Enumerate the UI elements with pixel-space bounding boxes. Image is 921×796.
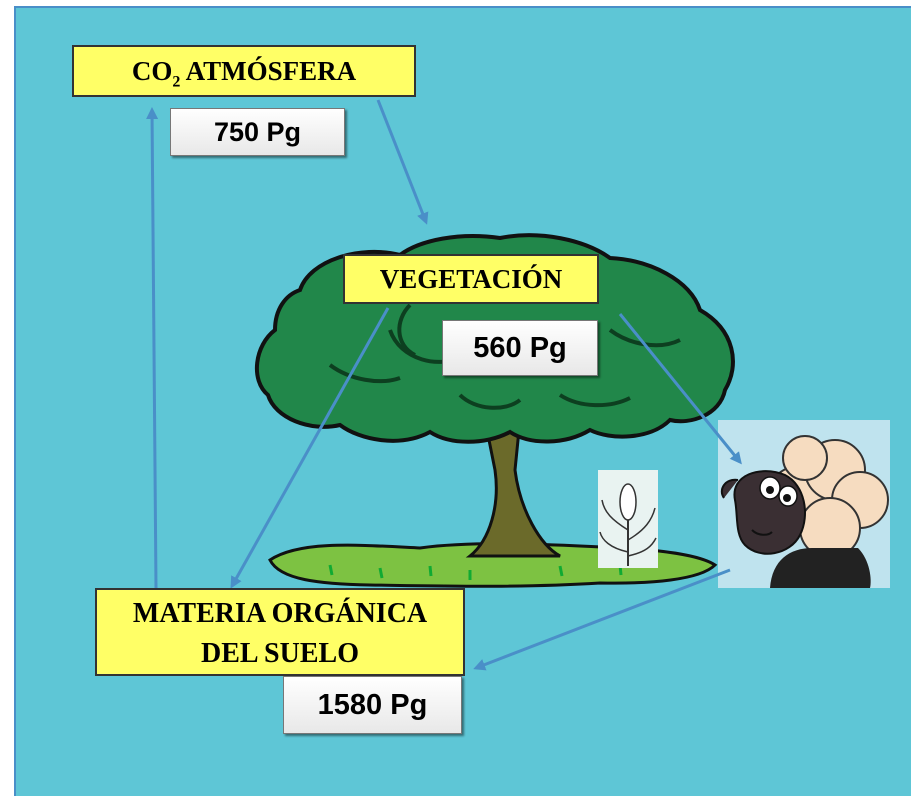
arrow-sheep-to-soil [473, 568, 731, 671]
vegetation-label: VEGETACIÓN [343, 254, 599, 304]
sheep-icon [718, 420, 890, 588]
vegetation-value: 560 Pg [442, 320, 598, 376]
arrow-atmosphere-to-vegetation [376, 99, 429, 225]
flow-arrows [146, 99, 742, 671]
soil-label-line2: DEL SUELO [201, 638, 359, 669]
corn-plant-icon [598, 470, 658, 568]
atmosphere-value: 750 Pg [170, 108, 345, 156]
arrow-vegetation-to-soil [230, 307, 390, 589]
atmosphere-label: CO2 ATMÓSFERA [72, 45, 416, 97]
soil-label: MATERIA ORGÁNICA DEL SUELO [95, 588, 465, 676]
soil-value: 1580 Pg [283, 676, 462, 734]
soil-label-line1: MATERIA ORGÁNICA [132, 598, 428, 629]
arrow-vegetation-to-sheep [618, 313, 742, 465]
arrow-soil-to-atmosphere [146, 107, 159, 589]
